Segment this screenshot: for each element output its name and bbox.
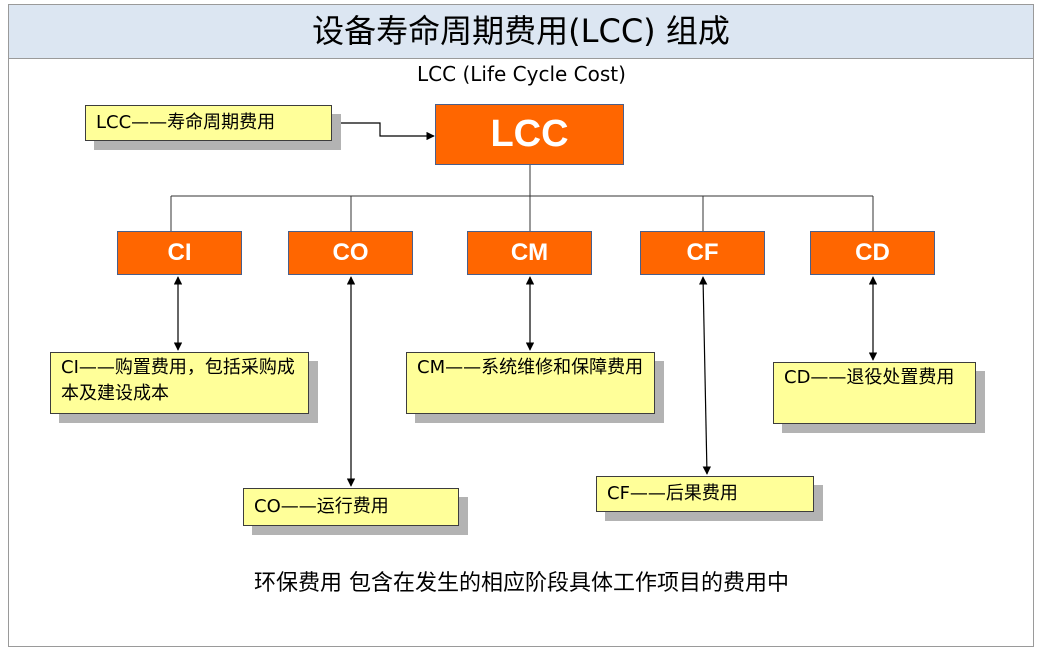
description-cm: CM——系统维修和保障费用 [406,352,655,414]
category-node-cd: CD [810,231,935,275]
category-code: CM [510,239,549,266]
footer-note: 环保费用 包含在发生的相应阶段具体工作项目的费用中 [254,571,789,596]
root-note-text: LCC——寿命周期费用 [96,112,276,133]
category-node-co: CO [288,231,413,275]
description-cf: CF——后果费用 [596,476,814,512]
category-code: CO [332,239,369,266]
category-node-ci: CI [117,231,242,275]
description-text: CI——购置费用，包括采购成本及建设成本 [61,357,295,404]
category-node-cm: CM [467,231,592,275]
description-cd: CD——退役处置费用 [773,362,976,424]
category-node-cf: CF [640,231,765,275]
description-co: CO——运行费用 [243,488,459,526]
root-node: LCC [435,104,624,165]
description-text: CF——后果费用 [607,483,738,504]
description-text: CM——系统维修和保障费用 [417,357,644,378]
category-code: CD [855,239,890,266]
subtitle: LCC (Life Cycle Cost) [417,62,626,86]
root-node-label: LCC [490,113,569,155]
root-note: LCC——寿命周期费用 [85,105,332,141]
category-code: CF [686,239,719,266]
category-code: CI [167,239,192,266]
root-note-arrow [332,118,435,141]
title-bar [9,5,1033,59]
description-text: CD——退役处置费用 [784,367,955,388]
description-text: CO——运行费用 [254,496,389,517]
page-title: 设备寿命周期费用(LCC) 组成 [312,12,730,50]
description-ci: CI——购置费用，包括采购成本及建设成本 [50,352,309,414]
arrow-cf [698,276,712,475]
